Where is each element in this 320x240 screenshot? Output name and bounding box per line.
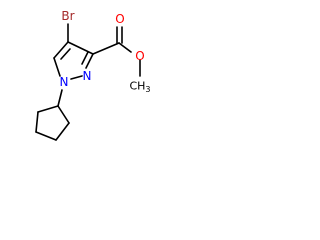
ester-group (92, 26, 141, 77)
bond-carbonyl-ether-o (118, 42, 132, 53)
atom-carbonyl-oxygen: O (115, 12, 124, 26)
bond-cp-5-1 (57, 105, 70, 124)
bond-c3-c4 (67, 41, 94, 55)
molecule-diagram: Br N N O O CH3 (35, 9, 151, 141)
bond-cp-1-2 (37, 105, 59, 113)
atom-n2: N (83, 69, 92, 83)
cyclopentane-ring (35, 105, 70, 141)
atom-bromine: Br (61, 9, 74, 23)
bond-cp-3-4 (35, 131, 57, 141)
methyl-subscript: 3 (145, 85, 150, 94)
bond-n1-cyclopentyl (57, 89, 63, 107)
bond-cp-4-5 (55, 122, 70, 141)
bond-c4-c5-double (60, 48, 71, 60)
bond-n1-n2 (70, 75, 83, 80)
pyrazole-ring (53, 41, 94, 80)
atom-methyl: CH3 (129, 80, 150, 94)
bond-c4-c5 (53, 41, 69, 59)
bond-n2-c3-double (81, 51, 89, 65)
bond-cp-2-3 (35, 111, 39, 133)
atom-n1: N (60, 75, 69, 89)
atom-ether-oxygen: O (135, 49, 144, 63)
bond-c3-carbonyl (92, 42, 120, 55)
bond-c5-n1 (53, 57, 61, 77)
bond-n2-c3 (85, 53, 94, 69)
